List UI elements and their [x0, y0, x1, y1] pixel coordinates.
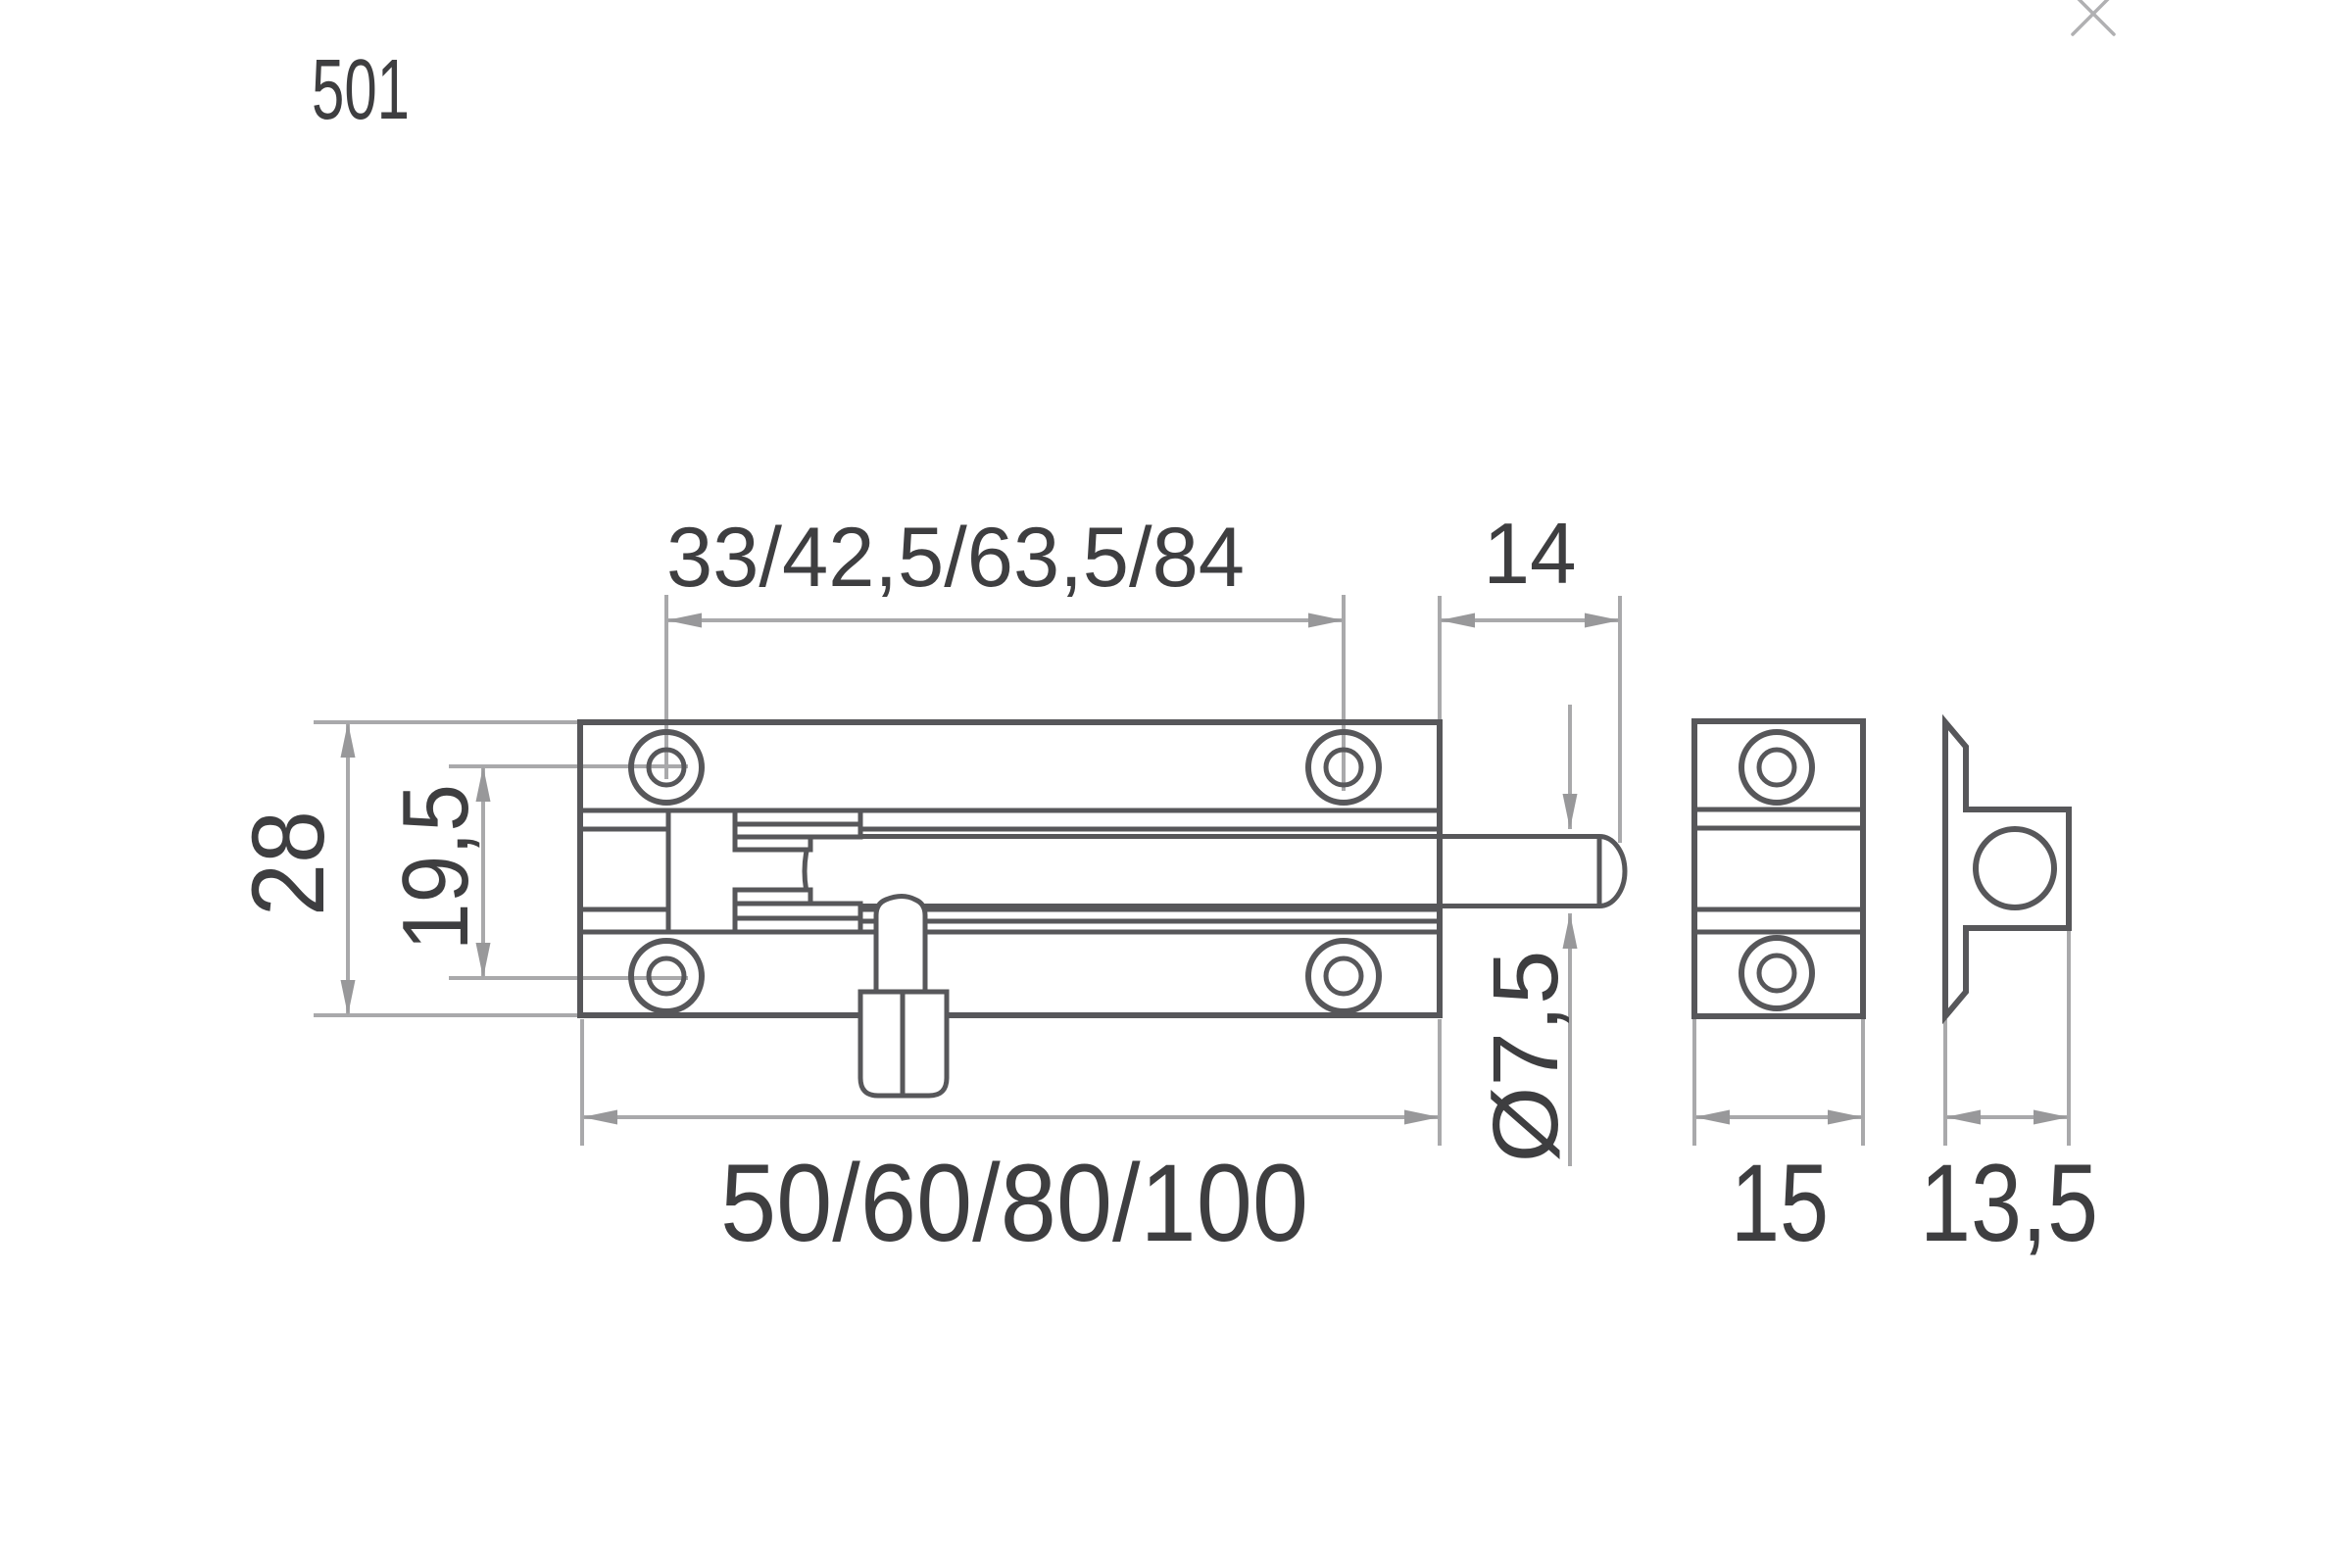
pin-tip-cap [1598, 834, 1628, 908]
view-keeper-side [1942, 713, 2072, 1025]
dim-overall-length [580, 1019, 1442, 1146]
keeper-screw-hole-bottom [1739, 935, 1815, 1011]
dim-label-keeper-width: 15 [1731, 1142, 1829, 1264]
bolt-rod [802, 834, 1628, 908]
dim-keeper-depth [1943, 931, 2071, 1146]
knob [858, 894, 950, 1099]
screw-hole-inner [1756, 747, 1797, 788]
knob-stem [873, 894, 928, 999]
dim-pin-protrusion [1438, 596, 1622, 843]
keeper-side-profile [1942, 713, 2072, 1025]
keeper-screw-hole-top [1739, 729, 1815, 806]
screw-hole-inner [646, 747, 687, 788]
drawing-labels: 501 33/42,5/63,5/84 14 28 19,5 50/60/80/… [231, 42, 2098, 1264]
dim-label-hole-row-spacing: 19,5 [383, 784, 488, 951]
slide-mechanism [732, 808, 863, 935]
view-keeper-front [1691, 718, 1866, 1019]
dim-label-hole-spacing: 33/42,5/63,5/84 [666, 511, 1245, 605]
dim-label-pin-protrusion: 14 [1484, 505, 1577, 602]
dimension-lines [314, 595, 2071, 1166]
dim-keeper-width [1692, 1019, 1865, 1146]
rod-step-upper [732, 834, 813, 853]
close-icon [2071, 0, 2110, 36]
dim-label-plate-height: 28 [231, 810, 346, 916]
screw-hole-bottom-right [1305, 938, 1382, 1014]
screw-hole-outer [628, 938, 705, 1014]
screw-hole-inner [646, 956, 687, 997]
model-code-label: 501 [312, 42, 410, 137]
dim-label-overall-length: 50/60/80/100 [720, 1142, 1308, 1264]
screw-hole-outer [628, 729, 705, 806]
screw-hole-outer [1739, 729, 1815, 806]
screw-hole-outer [1305, 938, 1382, 1014]
screw-hole-inner [1756, 953, 1797, 994]
screw-hole-top-right [1305, 729, 1382, 806]
dim-plate-height [314, 720, 615, 1017]
keeper-plate-outline [1691, 718, 1866, 1019]
keeper-bolt-hole [1973, 826, 2057, 910]
dim-hole-spacing [664, 595, 1346, 791]
bolt-plate-outline [577, 719, 1443, 1018]
screw-hole-outer [1305, 729, 1382, 806]
view-bolt-front [577, 719, 1628, 1099]
screw-hole-inner [1323, 956, 1364, 997]
screw-hole-top-left [628, 729, 705, 806]
rod-step-lower [732, 887, 813, 906]
dim-label-keeper-depth: 13,5 [1920, 1142, 2098, 1264]
dim-label-pin-diameter: Ø7,5 [1474, 951, 1578, 1163]
close-button[interactable] [2071, 0, 2116, 36]
screw-hole-outer [1739, 935, 1815, 1011]
screw-hole-inner [1323, 747, 1364, 788]
screw-hole-bottom-left [628, 938, 705, 1014]
